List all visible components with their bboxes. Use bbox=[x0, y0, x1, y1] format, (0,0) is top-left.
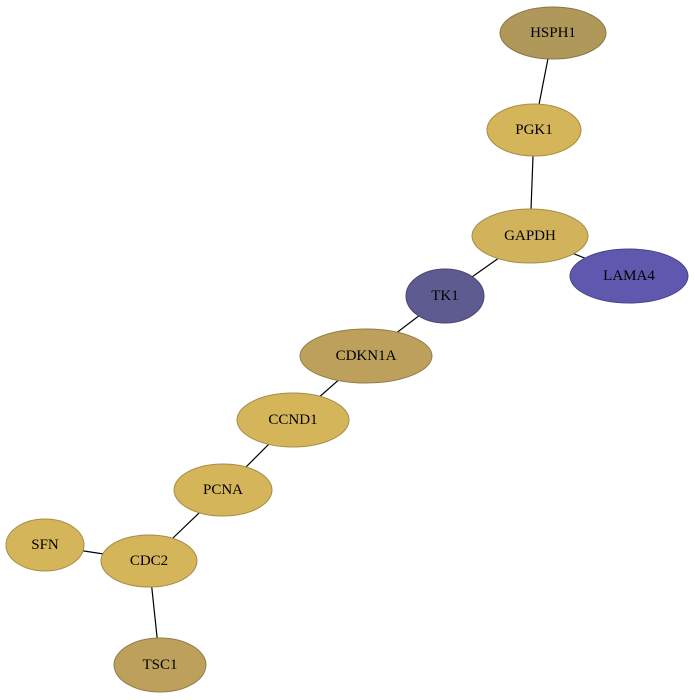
node-label-gapdh: GAPDH bbox=[504, 228, 556, 244]
node-label-hsph1: HSPH1 bbox=[530, 25, 576, 41]
node-shape-ccnd1 bbox=[236, 392, 350, 448]
node-shape-cdc2 bbox=[100, 534, 198, 588]
node-shape-pgk1 bbox=[486, 103, 582, 157]
node-label-sfn: SFN bbox=[31, 537, 59, 553]
node-shape-tsc1 bbox=[113, 637, 207, 693]
node-shape-gapdh bbox=[471, 208, 589, 264]
node-label-tsc1: TSC1 bbox=[142, 657, 177, 673]
node-label-ccnd1: CCND1 bbox=[268, 412, 317, 428]
node-label-cdkn1a: CDKN1A bbox=[336, 348, 397, 364]
node-label-tk1: TK1 bbox=[431, 288, 459, 304]
node-tsc1[interactable]: TSC1 bbox=[113, 637, 207, 693]
node-tk1[interactable]: TK1 bbox=[405, 268, 485, 324]
node-label-pgk1: PGK1 bbox=[515, 122, 553, 138]
node-cdkn1a[interactable]: CDKN1A bbox=[299, 328, 433, 384]
node-shape-tk1 bbox=[405, 268, 485, 324]
node-pcna[interactable]: PCNA bbox=[173, 463, 273, 517]
node-hsph1[interactable]: HSPH1 bbox=[499, 6, 607, 60]
node-gapdh[interactable]: GAPDH bbox=[471, 208, 589, 264]
node-shape-pcna bbox=[173, 463, 273, 517]
node-shape-lama4 bbox=[569, 248, 689, 304]
node-label-lama4: LAMA4 bbox=[603, 268, 655, 284]
node-ccnd1[interactable]: CCND1 bbox=[236, 392, 350, 448]
node-label-pcna: PCNA bbox=[203, 482, 243, 498]
node-label-cdc2: CDC2 bbox=[130, 553, 168, 569]
node-shape-sfn bbox=[5, 518, 85, 572]
node-shape-hsph1 bbox=[499, 6, 607, 60]
node-pgk1[interactable]: PGK1 bbox=[486, 103, 582, 157]
node-cdc2[interactable]: CDC2 bbox=[100, 534, 198, 588]
node-lama4[interactable]: LAMA4 bbox=[569, 248, 689, 304]
node-shape-cdkn1a bbox=[299, 328, 433, 384]
node-sfn[interactable]: SFN bbox=[5, 518, 85, 572]
